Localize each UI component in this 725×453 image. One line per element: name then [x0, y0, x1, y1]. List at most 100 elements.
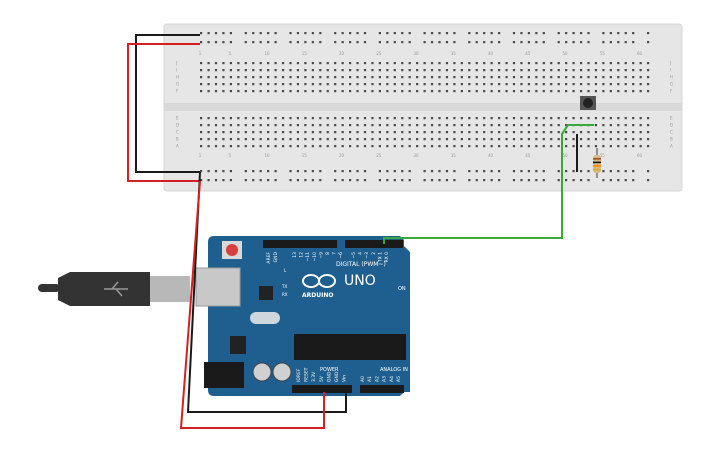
- rail-hole[interactable]: [259, 41, 262, 44]
- grid-hole[interactable]: [319, 76, 322, 79]
- grid-hole[interactable]: [512, 90, 516, 93]
- grid-hole[interactable]: [475, 83, 478, 86]
- rail-hole[interactable]: [565, 179, 568, 182]
- grid-hole[interactable]: [453, 76, 456, 79]
- grid-hole[interactable]: [296, 90, 300, 93]
- rail-hole[interactable]: [617, 32, 620, 35]
- grid-hole[interactable]: [579, 145, 583, 148]
- grid-hole[interactable]: [624, 117, 627, 120]
- grid-hole[interactable]: [594, 131, 598, 134]
- rail-hole[interactable]: [430, 32, 434, 35]
- grid-hole[interactable]: [490, 69, 493, 72]
- grid-hole[interactable]: [460, 76, 463, 79]
- grid-hole[interactable]: [244, 131, 247, 134]
- rail-hole[interactable]: [267, 32, 270, 35]
- rail-hole[interactable]: [542, 170, 545, 173]
- rail-hole[interactable]: [334, 179, 337, 182]
- rail-hole[interactable]: [542, 32, 545, 35]
- grid-hole[interactable]: [416, 117, 419, 120]
- breadboard[interactable]: 1155101015152020252530303535404045455050…: [163, 23, 683, 192]
- grid-hole[interactable]: [378, 69, 381, 72]
- grid-hole[interactable]: [259, 145, 262, 148]
- grid-hole[interactable]: [334, 145, 337, 148]
- grid-hole[interactable]: [386, 138, 389, 141]
- grid-hole[interactable]: [393, 131, 396, 134]
- grid-hole[interactable]: [281, 76, 285, 79]
- grid-hole[interactable]: [326, 145, 329, 148]
- grid-hole[interactable]: [229, 145, 232, 148]
- grid-hole[interactable]: [349, 62, 352, 65]
- grid-hole[interactable]: [565, 145, 568, 148]
- rail-hole[interactable]: [378, 41, 381, 44]
- grid-hole[interactable]: [505, 76, 508, 79]
- rail-hole[interactable]: [453, 170, 456, 173]
- grid-hole[interactable]: [222, 62, 225, 65]
- grid-hole[interactable]: [512, 62, 516, 65]
- grid-hole[interactable]: [475, 145, 478, 148]
- grid-hole[interactable]: [460, 145, 463, 148]
- grid-hole[interactable]: [565, 69, 568, 72]
- grid-hole[interactable]: [341, 83, 344, 86]
- grid-hole[interactable]: [647, 76, 650, 79]
- grid-hole[interactable]: [430, 62, 434, 65]
- grid-hole[interactable]: [304, 124, 307, 127]
- grid-hole[interactable]: [356, 131, 359, 134]
- grid-hole[interactable]: [423, 83, 426, 86]
- grid-hole[interactable]: [326, 117, 329, 120]
- grid-hole[interactable]: [438, 117, 441, 120]
- rail-hole[interactable]: [579, 170, 583, 173]
- grid-hole[interactable]: [393, 69, 396, 72]
- grid-hole[interactable]: [259, 76, 262, 79]
- grid-hole[interactable]: [311, 83, 314, 86]
- rail-hole[interactable]: [304, 179, 307, 182]
- grid-hole[interactable]: [498, 131, 501, 134]
- grid-hole[interactable]: [445, 62, 449, 65]
- grid-hole[interactable]: [416, 76, 419, 79]
- grid-hole[interactable]: [237, 117, 240, 120]
- grid-hole[interactable]: [356, 145, 359, 148]
- grid-hole[interactable]: [527, 117, 530, 120]
- grid-hole[interactable]: [572, 117, 575, 120]
- grid-hole[interactable]: [639, 117, 642, 120]
- rail-hole[interactable]: [587, 170, 590, 173]
- grid-hole[interactable]: [319, 138, 322, 141]
- grid-hole[interactable]: [304, 69, 307, 72]
- rail-hole[interactable]: [557, 170, 560, 173]
- rail-hole[interactable]: [579, 41, 583, 44]
- grid-hole[interactable]: [572, 83, 575, 86]
- grid-hole[interactable]: [572, 69, 575, 72]
- grid-hole[interactable]: [430, 76, 434, 79]
- rail-hole[interactable]: [334, 41, 337, 44]
- grid-hole[interactable]: [214, 69, 218, 72]
- grid-hole[interactable]: [334, 69, 337, 72]
- grid-hole[interactable]: [460, 131, 463, 134]
- grid-hole[interactable]: [579, 131, 583, 134]
- rail-hole[interactable]: [252, 170, 255, 173]
- rail-hole[interactable]: [259, 179, 262, 182]
- grid-hole[interactable]: [326, 62, 329, 65]
- grid-hole[interactable]: [557, 69, 560, 72]
- grid-hole[interactable]: [393, 124, 396, 127]
- grid-hole[interactable]: [505, 117, 508, 120]
- grid-hole[interactable]: [572, 90, 575, 93]
- rail-hole[interactable]: [617, 170, 620, 173]
- rail-hole[interactable]: [445, 170, 449, 173]
- grid-hole[interactable]: [617, 62, 620, 65]
- rail-hole[interactable]: [229, 32, 232, 35]
- grid-hole[interactable]: [475, 76, 478, 79]
- rail-hole[interactable]: [430, 41, 434, 44]
- grid-hole[interactable]: [542, 62, 545, 65]
- grid-hole[interactable]: [363, 138, 367, 141]
- rail-hole[interactable]: [423, 170, 426, 173]
- rail-hole[interactable]: [483, 41, 486, 44]
- grid-hole[interactable]: [602, 145, 605, 148]
- rail-hole[interactable]: [572, 32, 575, 35]
- grid-hole[interactable]: [341, 69, 344, 72]
- grid-hole[interactable]: [222, 117, 225, 120]
- rail-hole[interactable]: [602, 32, 605, 35]
- rail-hole[interactable]: [475, 32, 478, 35]
- grid-hole[interactable]: [416, 90, 419, 93]
- grid-hole[interactable]: [430, 90, 434, 93]
- rail-hole[interactable]: [475, 41, 478, 44]
- rail-hole[interactable]: [565, 170, 568, 173]
